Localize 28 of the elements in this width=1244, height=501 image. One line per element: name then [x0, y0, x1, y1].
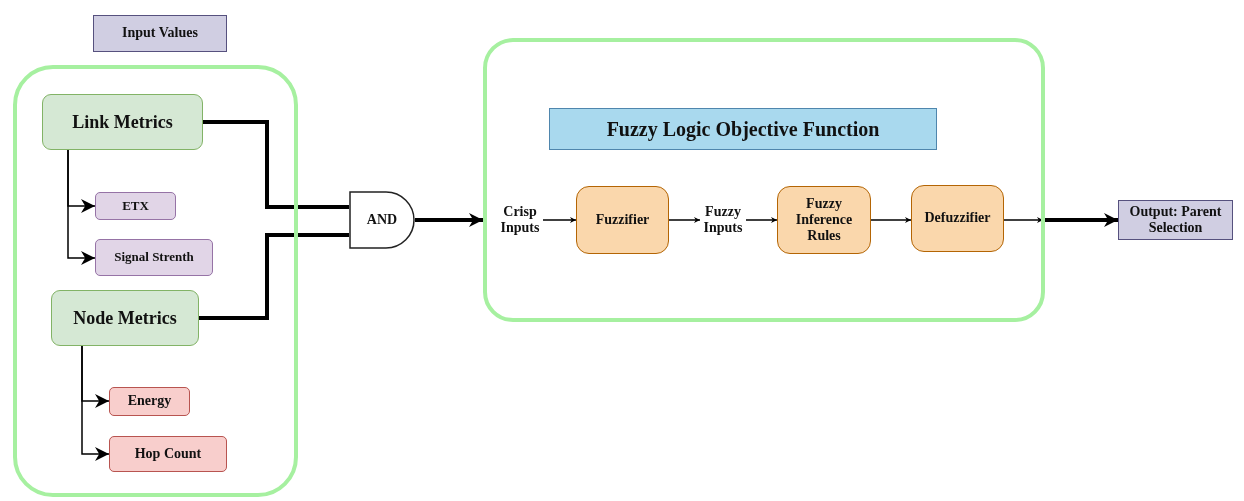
arrow [542, 217, 577, 223]
title-banner: Fuzzy Logic Objective Function [549, 108, 937, 150]
process-box: Defuzzifier [911, 185, 1004, 252]
connector-line [199, 233, 349, 320]
group-container [13, 65, 298, 497]
gate-label: AND [366, 211, 398, 229]
arrow [415, 213, 483, 227]
arrow [81, 345, 110, 461]
process-box: Signal Strenth [95, 239, 213, 276]
input-label: Crisp Inputs [497, 198, 543, 242]
process-box: ETX [95, 192, 176, 220]
arrow [1003, 217, 1044, 223]
arrow [745, 217, 778, 223]
label-box: Input Values [93, 15, 227, 52]
arrow [870, 217, 912, 223]
process-box: Fuzzifier [576, 186, 669, 254]
arrow [1045, 213, 1118, 227]
output-box: Output: Parent Selection [1118, 200, 1233, 240]
arrow [668, 217, 701, 223]
process-box: Fuzzy Inference Rules [777, 186, 871, 254]
process-box: Node Metrics [51, 290, 199, 346]
arrow [67, 149, 96, 265]
connector-line [203, 120, 349, 209]
process-box: Link Metrics [42, 94, 203, 150]
process-box: Energy [109, 387, 190, 416]
group-container [483, 38, 1045, 322]
process-box: Hop Count [109, 436, 227, 472]
input-label: Fuzzy Inputs [700, 198, 746, 242]
